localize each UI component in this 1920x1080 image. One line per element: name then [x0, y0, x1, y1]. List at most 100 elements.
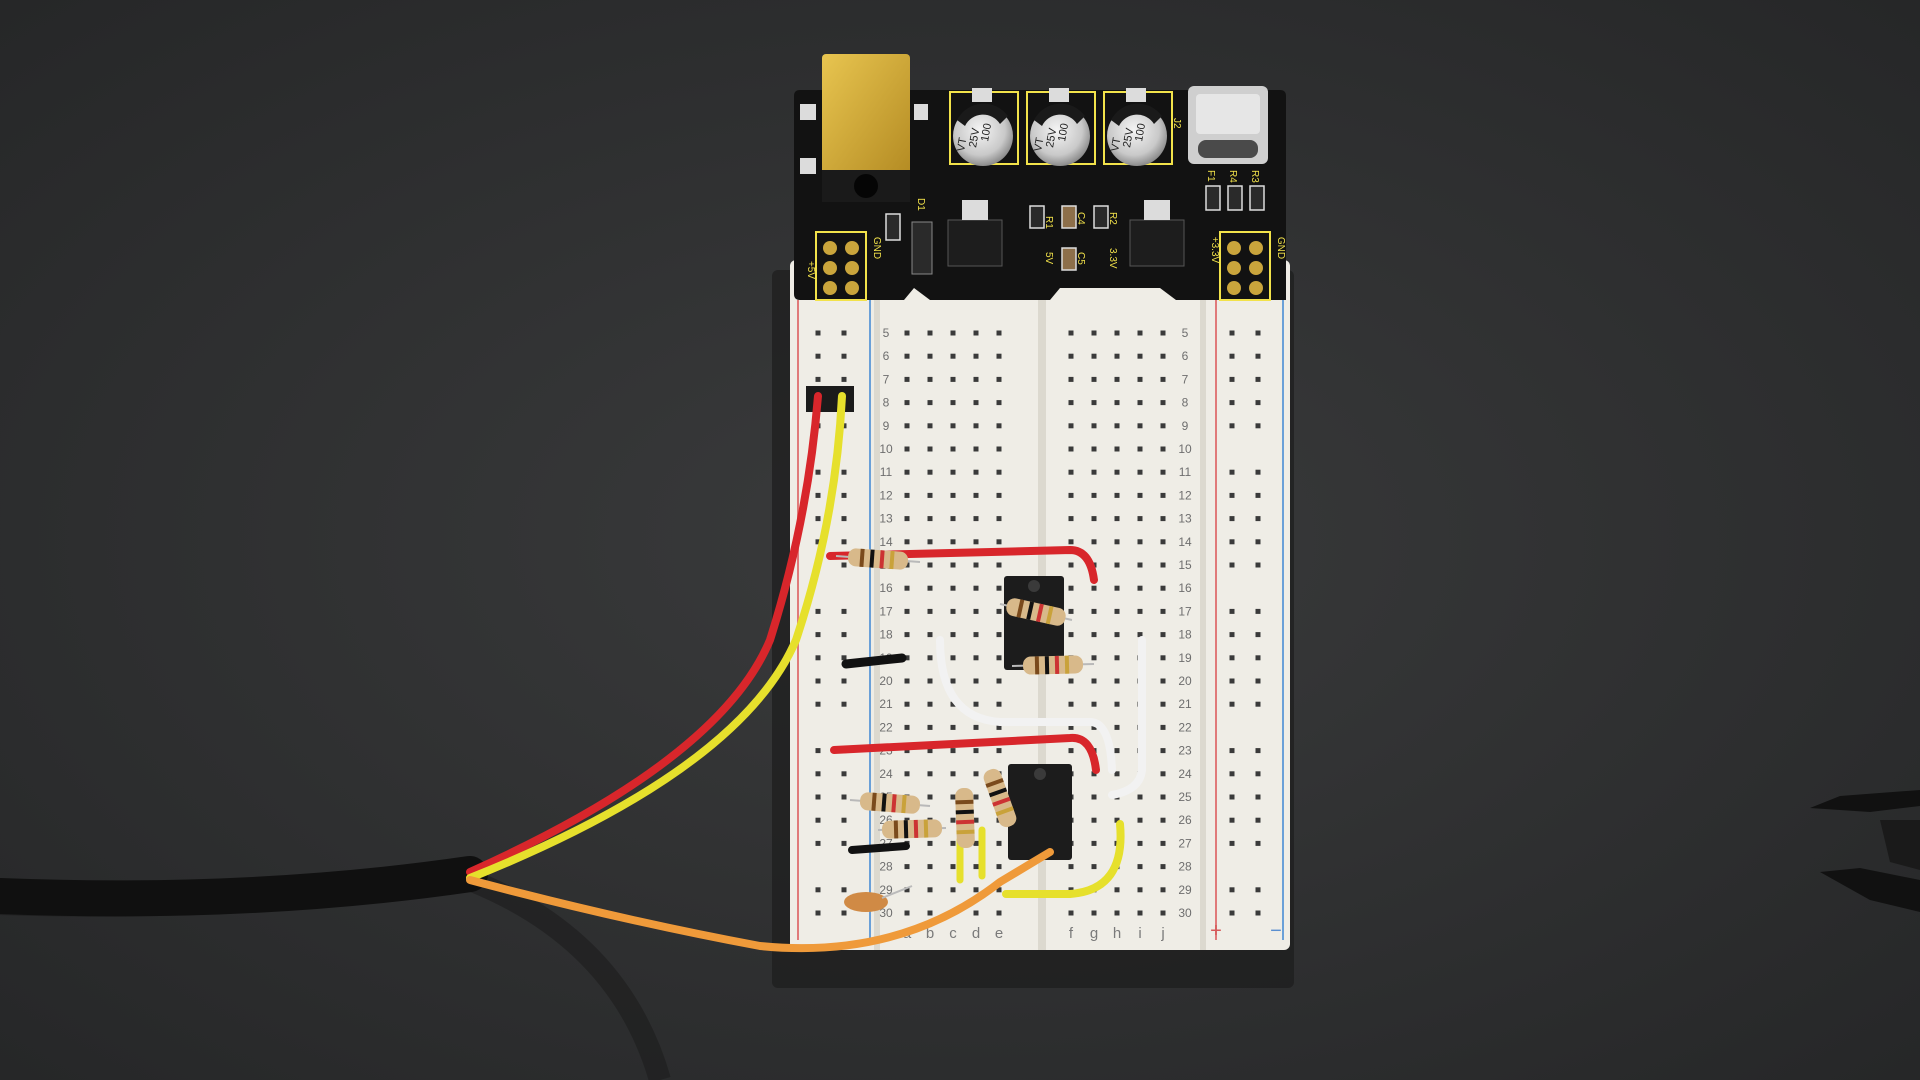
column-letter-c: c	[949, 925, 957, 942]
breadboard-hole	[950, 864, 956, 870]
rail-hole	[841, 632, 847, 638]
regulator-5v-tab	[962, 200, 988, 220]
breadboard-hole	[1114, 516, 1120, 522]
regulator-3v3	[1129, 219, 1185, 267]
resistor-band	[956, 819, 975, 825]
breadboard-hole	[950, 632, 956, 638]
label-gnd-right: GND	[1275, 237, 1286, 259]
resistor-band	[903, 820, 909, 839]
breadboard-hole	[1160, 817, 1166, 823]
breadboard-hole	[927, 864, 933, 870]
breadboard-hole	[973, 864, 979, 870]
rail-hole	[1229, 887, 1235, 893]
rail-hole	[1229, 562, 1235, 568]
silk-j2: J2	[1171, 118, 1182, 129]
rail-hole	[815, 771, 821, 777]
resistor-band	[1044, 656, 1050, 675]
breadboard-hole	[996, 678, 1002, 684]
breadboard-hole	[904, 771, 910, 777]
breadboard-hole	[1160, 864, 1166, 870]
breadboard-hole	[927, 678, 933, 684]
capacitor-1-value: 100	[979, 122, 994, 142]
silk-r3: R3	[1249, 170, 1260, 183]
breadboard-hole	[1137, 539, 1143, 545]
resistor-band	[879, 550, 885, 569]
breadboard-hole	[1114, 469, 1120, 475]
breadboard-hole	[973, 353, 979, 359]
resistor	[983, 768, 1017, 828]
pin-r-3	[1227, 261, 1241, 275]
capacitor-2-stripe	[1034, 103, 1085, 126]
dc-jack-pin-left-1	[800, 104, 816, 120]
breadboard-hole	[1114, 771, 1120, 777]
breadboard-hole	[1091, 539, 1097, 545]
breadboard-hole	[996, 353, 1002, 359]
breadboard-row-numbers: 5566778899101011111212131314141515161617…	[879, 326, 1192, 920]
smd-resistor-r2	[1093, 205, 1109, 229]
breadboard-hole	[950, 794, 956, 800]
pin-l-6	[845, 281, 859, 295]
breadboard-hole	[973, 608, 979, 614]
resistor-band	[1064, 655, 1070, 674]
smd-switch	[911, 221, 933, 275]
rail-hole	[815, 539, 821, 545]
ceramic-capacitor-lead	[881, 885, 913, 899]
row-number-left: 29	[879, 883, 893, 897]
rail-hole	[815, 492, 821, 498]
rail-hole	[815, 376, 821, 382]
rail-hole	[1229, 492, 1235, 498]
row-number-left: 18	[879, 628, 893, 642]
silk-d1: D1	[915, 198, 926, 211]
breadboard-hole	[1068, 585, 1074, 591]
breadboard-hole	[973, 446, 979, 452]
breadboard-hole	[904, 492, 910, 498]
resistor-band	[913, 819, 919, 838]
row-number-right: 8	[1182, 396, 1189, 410]
row-number-left: 5	[883, 326, 890, 340]
rail-hole	[1229, 469, 1235, 475]
breadboard-hole	[1091, 771, 1097, 777]
row-number-left: 22	[879, 720, 893, 734]
pin-l-3	[823, 261, 837, 275]
row-number-right: 25	[1178, 790, 1192, 804]
breadboard-hole	[973, 655, 979, 661]
breadboard-hole	[1114, 353, 1120, 359]
breadboard-hole	[1160, 469, 1166, 475]
breadboard-hole	[1068, 469, 1074, 475]
breadboard-hole	[973, 887, 979, 893]
breadboard-hole	[973, 400, 979, 406]
breadboard-hole	[996, 446, 1002, 452]
rail-hole	[841, 469, 847, 475]
breadboard-hole	[950, 817, 956, 823]
breadboard-hole	[1091, 330, 1097, 336]
breadboard-hole	[950, 678, 956, 684]
rail-hole	[1229, 748, 1235, 754]
breadboard-hole	[1068, 516, 1074, 522]
breadboard-hole	[927, 724, 933, 730]
capacitor-1-series: VT	[955, 136, 969, 152]
capacitor-1-stripe	[957, 103, 1008, 126]
breadboard-hole	[973, 678, 979, 684]
resistor	[955, 787, 975, 849]
breadboard-hole	[927, 655, 933, 661]
breadboard-hole	[1091, 817, 1097, 823]
breadboard-hole	[1114, 492, 1120, 498]
breadboard-hole	[973, 748, 979, 754]
breadboard-hole	[1114, 910, 1120, 916]
breadboard-hole	[1160, 794, 1166, 800]
rail-hole	[815, 330, 821, 336]
yellow-wire	[466, 392, 846, 882]
rail-hole	[1255, 678, 1261, 684]
rail-hole	[1229, 516, 1235, 522]
capacitor-3-value: 100	[1133, 122, 1148, 142]
breadboard-hole	[1137, 353, 1143, 359]
resistor-band	[1026, 601, 1035, 620]
resistor-band	[995, 806, 1014, 817]
breadboard-hole	[973, 701, 979, 707]
breadboard-hole	[1160, 376, 1166, 382]
rail-hole	[1229, 400, 1235, 406]
row-number-left: 11	[880, 465, 893, 479]
silk-r2: R2	[1107, 212, 1118, 225]
rail-hole	[1255, 516, 1261, 522]
breadboard-hole	[973, 330, 979, 336]
